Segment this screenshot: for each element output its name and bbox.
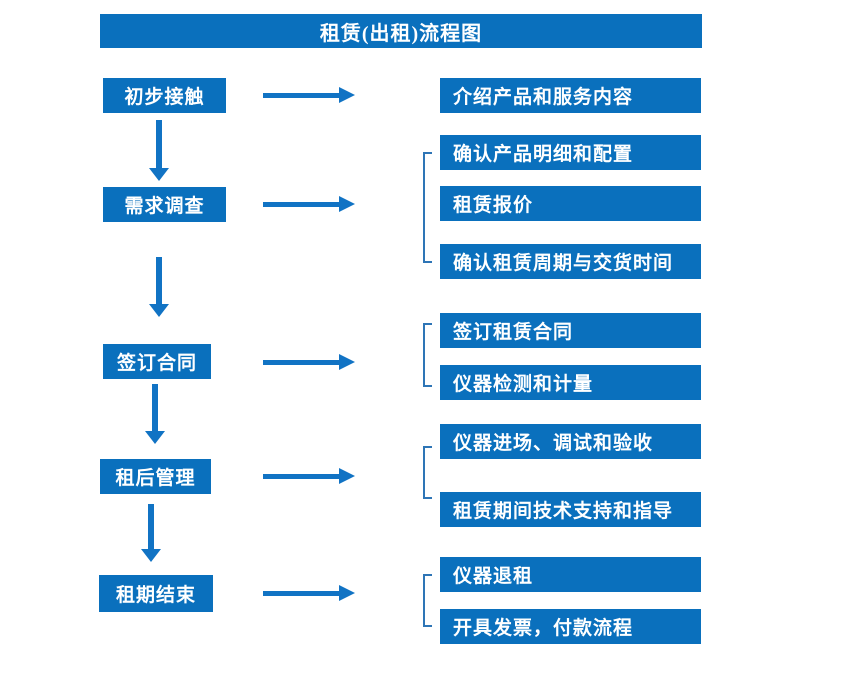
detail-box-instrument-setup-acceptance: 仪器进场、调试和验收 [440,424,701,459]
flowchart-title: 租赁(出租)流程图 [100,14,702,48]
detail-box-rental-quote: 租赁报价 [440,186,701,221]
detail-box-instrument-return: 仪器退租 [440,557,701,592]
arrow-down-icon [149,120,169,181]
detail-box-confirm-period-delivery: 确认租赁周期与交货时间 [440,244,701,279]
detail-box-instrument-inspection: 仪器检测和计量 [440,365,701,400]
arrow-shaft [156,257,162,304]
arrow-shaft [263,93,340,98]
group-bracket [423,574,432,627]
step-box-sign-contract: 签订合同 [103,344,211,379]
arrow-shaft [263,202,340,207]
arrow-right-icon [263,468,355,484]
arrow-shaft [156,120,162,168]
detail-box-invoice-payment: 开具发票，付款流程 [440,609,701,644]
arrow-down-icon [145,384,165,444]
arrow-head [149,168,169,181]
arrow-right-icon [263,585,355,601]
step-box-demand-survey: 需求调查 [103,187,226,222]
arrow-head [339,468,355,484]
arrow-head [339,196,355,212]
arrow-right-icon [263,354,355,370]
arrow-head [339,585,355,601]
arrow-down-icon [141,504,161,562]
arrow-shaft [152,384,158,431]
group-bracket [423,152,432,263]
arrow-right-icon [263,87,355,103]
arrow-shaft [148,504,154,549]
detail-box-introduce-products-services: 介绍产品和服务内容 [440,78,701,113]
arrow-right-icon [263,196,355,212]
arrow-shaft [263,591,340,596]
arrow-down-icon [149,257,169,317]
arrow-head [339,87,355,103]
arrow-shaft [263,360,340,365]
detail-box-technical-support: 租赁期间技术支持和指导 [440,492,701,527]
arrow-head [141,549,161,562]
step-box-post-rental-management: 租后管理 [100,459,211,494]
detail-box-sign-rental-contract: 签订租赁合同 [440,313,701,348]
group-bracket [423,446,432,499]
arrow-head [339,354,355,370]
group-bracket [423,323,432,387]
step-box-lease-end: 租期结束 [99,575,213,612]
detail-box-confirm-product-config: 确认产品明细和配置 [440,135,701,170]
step-box-initial-contact: 初步接触 [103,78,226,113]
arrow-head [149,304,169,317]
arrow-shaft [263,474,340,479]
arrow-head [145,431,165,444]
